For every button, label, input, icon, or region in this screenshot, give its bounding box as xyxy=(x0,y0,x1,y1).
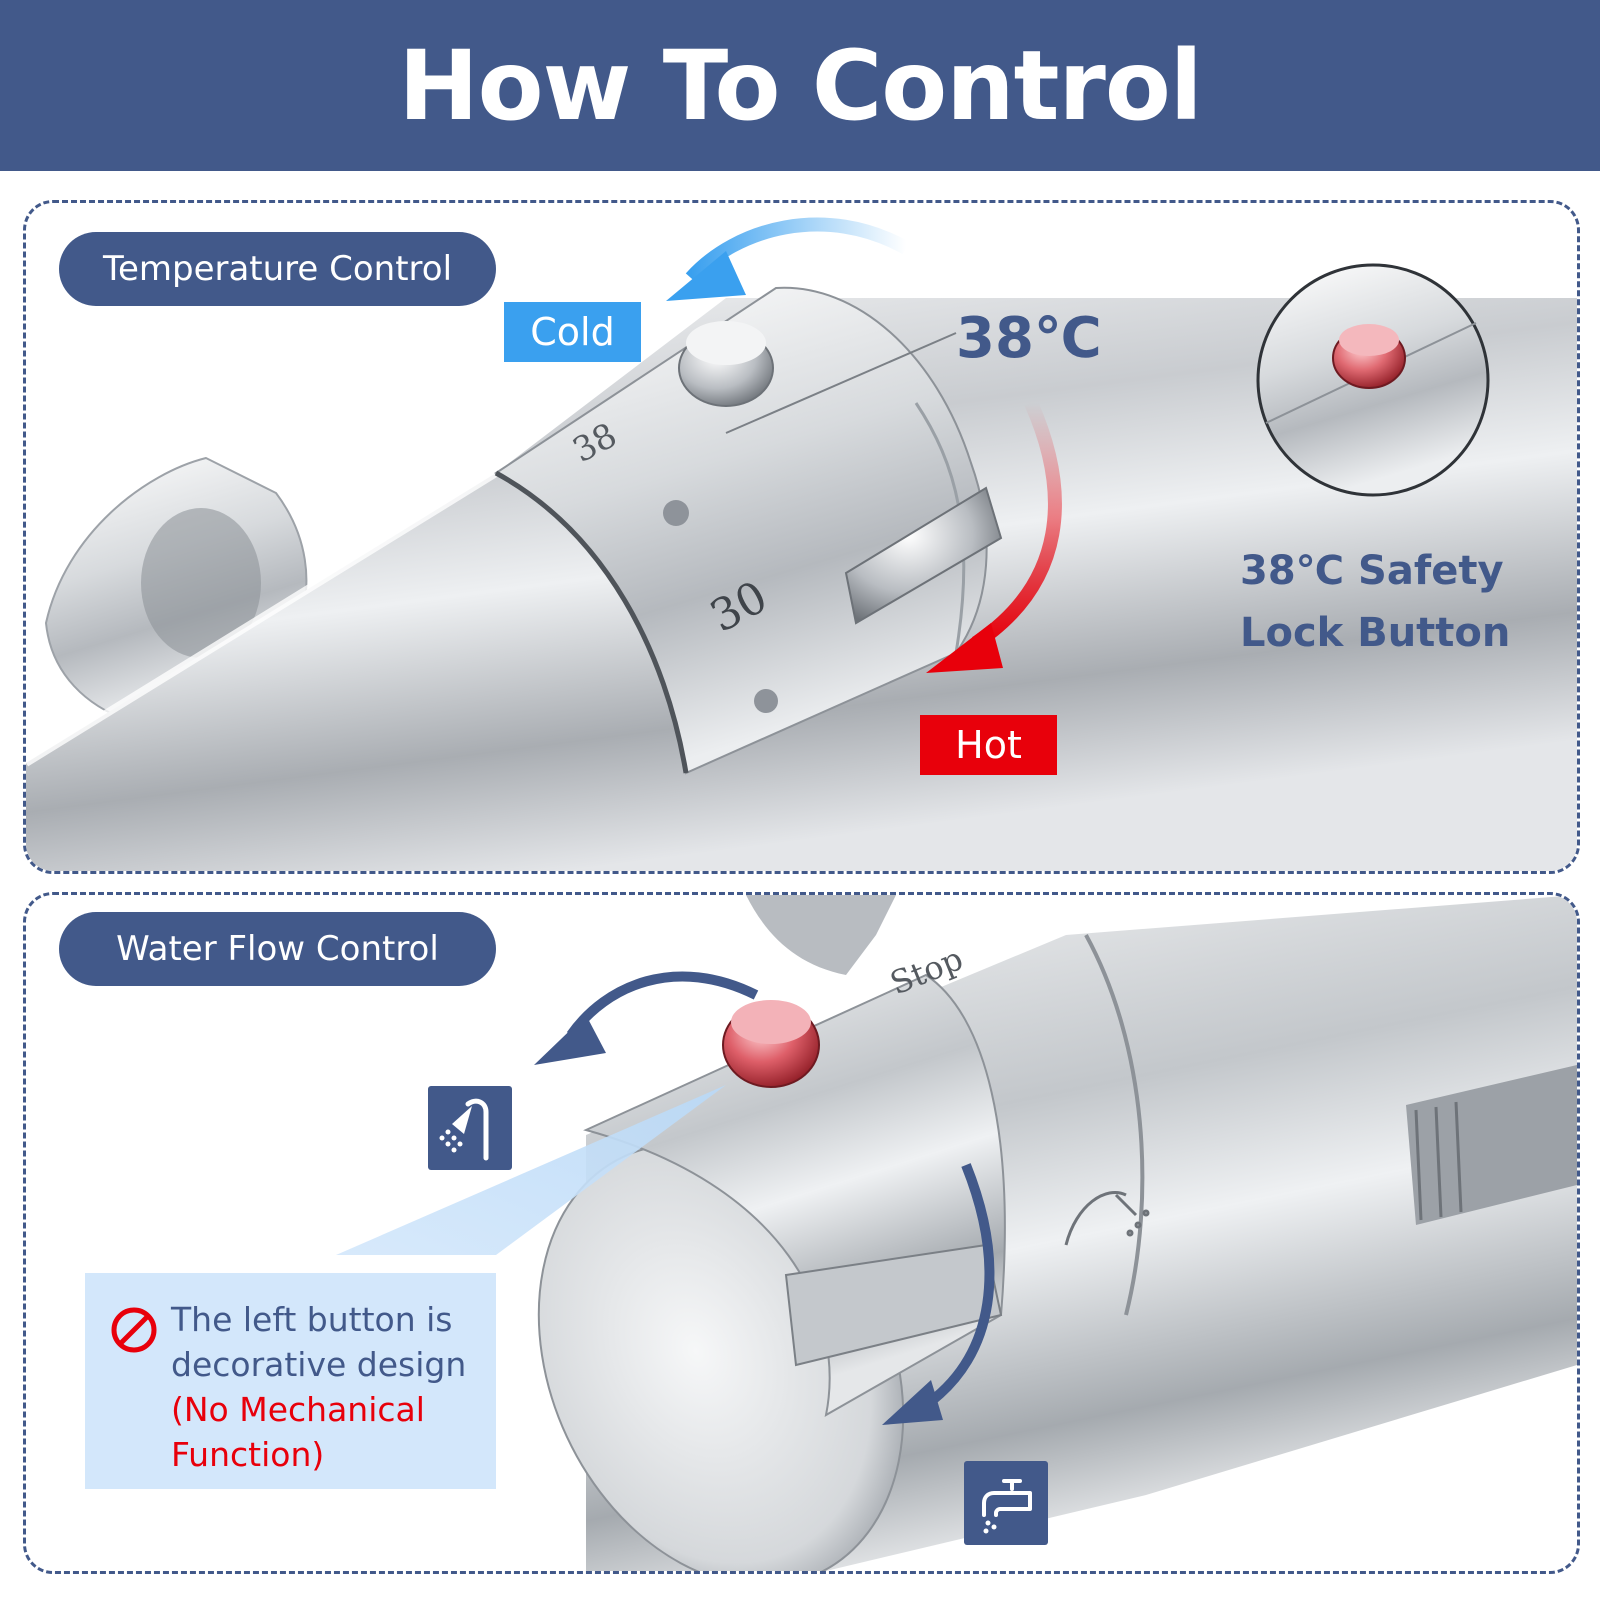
page-title: How To Control xyxy=(398,29,1202,142)
outlet-thread xyxy=(1406,1065,1577,1225)
callout-beam xyxy=(336,1085,726,1255)
cold-direction-arrow xyxy=(685,217,910,283)
dial-dot xyxy=(754,689,778,713)
flow-dial-grip xyxy=(784,1243,1003,1367)
flow-arrow-tap xyxy=(923,1163,995,1410)
hot-direction-arrow xyxy=(972,400,1062,649)
note-text: The left button is decorative design (No… xyxy=(171,1297,491,1477)
note-line-3: (No Mechanical xyxy=(171,1390,425,1429)
hand-shower-icon xyxy=(1064,1191,1150,1246)
set-temperature: 38℃ xyxy=(956,306,1102,371)
flow-valve-illustration: Stop xyxy=(336,895,1577,1571)
safety-lock-title-line1: 38℃ Safety xyxy=(1240,548,1504,594)
note-line-2: decorative design xyxy=(171,1345,467,1384)
shower-head-icon xyxy=(428,1086,512,1170)
temperature-control-panel: 38 30 Temperature Control xyxy=(23,200,1580,874)
prohibited-icon xyxy=(111,1307,157,1353)
dial-dot xyxy=(663,500,689,526)
safety-lock-title: 38℃ Safety Lock Button xyxy=(1240,540,1570,664)
note-line-4: Function) xyxy=(171,1435,325,1474)
header-banner: How To Control xyxy=(0,0,1600,171)
hot-label: Hot xyxy=(920,715,1057,775)
note-line-1: The left button is xyxy=(171,1300,453,1339)
section-label-temperature: Temperature Control xyxy=(59,232,496,306)
safety-lock-title-line2: Lock Button xyxy=(1240,610,1511,656)
dial-grip xyxy=(844,486,1003,625)
section-label-water-flow: Water Flow Control xyxy=(59,912,496,986)
cold-label: Cold xyxy=(504,302,641,362)
thermostat-valve-illustration: 38 30 xyxy=(26,217,1577,871)
decorative-button-note: The left button is decorative design (No… xyxy=(85,1273,496,1489)
upper-bracket xyxy=(746,895,896,975)
faucet-icon xyxy=(964,1461,1048,1545)
